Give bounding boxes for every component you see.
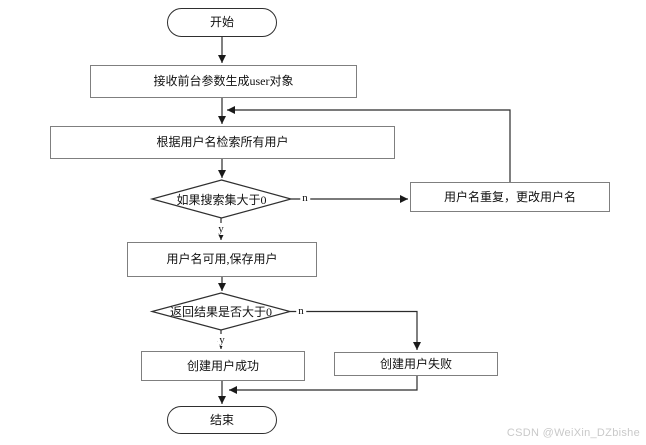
decision-search-shape — [149, 179, 294, 219]
node-create-failed-label: 创建用户失败 — [379, 356, 452, 371]
node-create-success: 创建用户成功 — [141, 351, 305, 381]
edge-decision2-n — [290, 310, 421, 350]
node-save-user: 用户名可用,保存用户 — [127, 242, 317, 277]
node-receive-params: 接收前台参数生成user对象 — [90, 65, 357, 98]
edge-label-decision1-y: y — [216, 223, 226, 235]
node-save-user-label: 用户名可用,保存用户 — [166, 252, 278, 266]
csdn-watermark: CSDN @WeiXin_DZbishe — [506, 427, 640, 439]
decision-result-shape — [149, 292, 293, 331]
edge-failed-to-end — [229, 376, 418, 394]
node-receive-params-label: 接收前台参数生成user对象 — [153, 74, 294, 88]
node-start-label: 开始 — [209, 15, 234, 29]
edge-label-decision2-y: y — [217, 334, 227, 346]
node-end: 结束 — [167, 406, 277, 434]
node-search-users-label: 根据用户名检索所有用户 — [156, 135, 289, 149]
edge-label-decision1-n: n — [300, 192, 310, 204]
node-username-duplicate: 用户名重复，更改用户名 — [410, 182, 610, 212]
node-create-success-label: 创建用户成功 — [186, 358, 259, 373]
edge-duplicate-loopback — [227, 106, 511, 182]
node-start: 开始 — [167, 8, 277, 37]
node-create-failed: 创建用户失败 — [334, 352, 498, 376]
edge-label-decision2-n: n — [296, 305, 306, 317]
node-username-duplicate-label: 用户名重复，更改用户名 — [443, 189, 576, 204]
node-search-users: 根据用户名检索所有用户 — [50, 126, 395, 159]
node-end-label: 结束 — [209, 412, 234, 427]
